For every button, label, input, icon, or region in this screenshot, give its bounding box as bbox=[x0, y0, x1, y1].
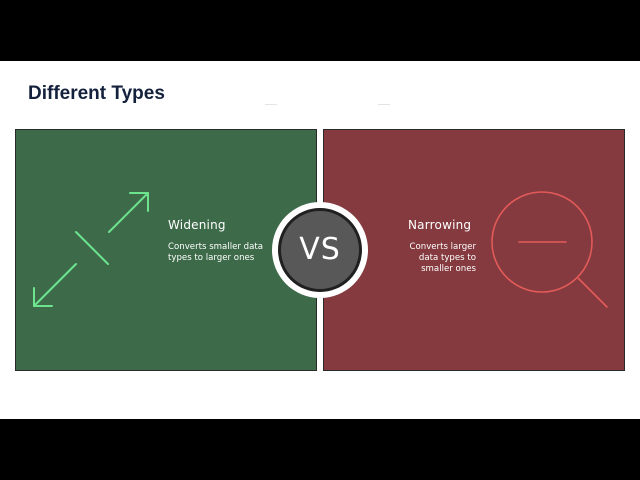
narrowing-heading: Narrowing bbox=[408, 218, 472, 232]
widening-description: Converts smaller data types to larger on… bbox=[168, 242, 263, 263]
slide-title: Different Types bbox=[28, 83, 165, 104]
vs-badge: VS bbox=[272, 202, 368, 298]
narrowing-panel: Narrowing Converts larger data types to … bbox=[323, 129, 625, 371]
narrowing-description: Converts larger data types to smaller on… bbox=[409, 242, 476, 274]
diagonal-expand-arrows-icon bbox=[33, 192, 149, 307]
divider bbox=[378, 104, 390, 105]
widening-heading: Widening bbox=[168, 218, 226, 232]
magnifier-minus-icon bbox=[491, 191, 608, 308]
slide: Different Types Widening Converts smalle… bbox=[0, 61, 640, 419]
divider bbox=[265, 104, 277, 105]
widening-panel: Widening Converts smaller data types to … bbox=[15, 129, 317, 371]
vs-label: VS bbox=[278, 208, 362, 292]
